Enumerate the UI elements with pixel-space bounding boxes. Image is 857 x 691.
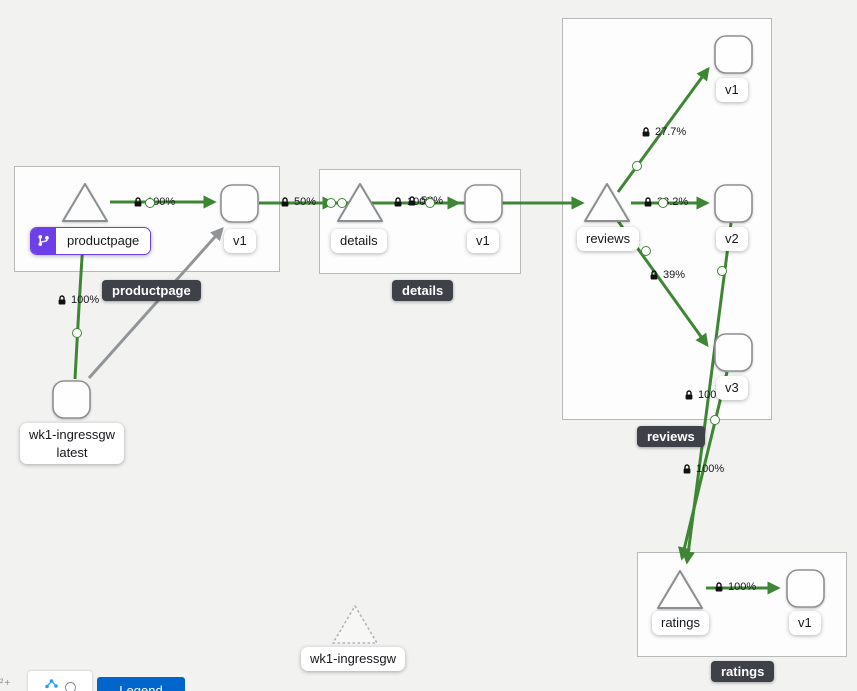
edge-waypoint-dot — [710, 415, 720, 425]
edge-percent: 100% — [728, 581, 757, 593]
mtls-lock-icon — [133, 196, 143, 208]
mtls-lock-icon — [57, 294, 67, 306]
app-badge-productpage[interactable]: productpage — [102, 280, 201, 301]
partial-zoom-controls[interactable]: ²+ — [0, 678, 12, 689]
edge-percent: 50% — [294, 196, 317, 208]
node-label-productpage-service[interactable]: productpage — [30, 227, 152, 255]
service-node-reviews[interactable] — [584, 183, 630, 222]
node-label-text: v1 — [233, 233, 247, 248]
edge-waypoint-dot — [641, 246, 651, 256]
mtls-lock-icon — [280, 196, 290, 208]
service-node-ratings[interactable] — [657, 570, 703, 609]
app-badge-text: ratings — [721, 664, 765, 679]
code-branch-icon — [38, 235, 49, 247]
edge-label-reviews-v3[interactable]: 39% — [649, 269, 685, 281]
edge-waypoint-dot — [425, 198, 435, 208]
app-badge-text: productpage — [112, 283, 191, 298]
legend-button[interactable]: Legend — [97, 677, 185, 691]
node-label-productpage-v1[interactable]: v1 — [224, 229, 256, 253]
app-badge-details[interactable]: details — [392, 280, 454, 301]
node-label-text: v2 — [725, 231, 739, 246]
edge-label-v1-details[interactable]: 50% — [280, 196, 316, 208]
node-label-text: v1 — [798, 615, 812, 630]
edge-waypoint-dot — [658, 198, 668, 208]
edge-label-reviews-v1[interactable]: 27.7% — [641, 126, 686, 138]
edge-reviews-to-v1[interactable] — [616, 66, 710, 193]
app-badge-text: reviews — [647, 429, 695, 444]
node-label-reviews-service[interactable]: reviews — [577, 227, 640, 251]
mtls-lock-icon — [714, 581, 724, 593]
partial-glyph-icon — [65, 681, 76, 691]
node-label-reviews-v2[interactable]: v2 — [716, 227, 748, 251]
virtualservice-badge — [31, 228, 56, 254]
edge-percent: 27.7% — [655, 126, 687, 138]
edge-waypoint-dot — [145, 198, 155, 208]
service-node-ingressgw-idle[interactable] — [332, 605, 378, 644]
edge-label-v3-ratings[interactable]: 100% — [682, 463, 724, 475]
edge-waypoint-dot — [337, 198, 347, 208]
node-label-text: wk1-ingressgw — [310, 651, 396, 666]
edge-label-ratings-v1[interactable]: 100% — [714, 581, 756, 593]
mtls-lock-icon — [393, 196, 403, 208]
edge-waypoint-dot — [632, 161, 642, 171]
workload-node-details-v1[interactable] — [464, 184, 503, 223]
service-node-details[interactable] — [337, 183, 383, 222]
app-badge-ratings[interactable]: ratings — [711, 661, 775, 682]
edge-percent: 100% — [71, 294, 100, 306]
edge-waypoint-dot — [717, 266, 727, 276]
node-label-text: ratings — [661, 615, 701, 630]
edge-label-ingress-productpage[interactable]: 100% — [57, 294, 99, 306]
node-label-reviews-v1[interactable]: v1 — [716, 78, 748, 102]
mtls-lock-icon — [407, 195, 417, 207]
node-label-ratings-v1[interactable]: v1 — [789, 611, 821, 635]
node-label-text: details — [340, 233, 378, 248]
edge-waypoint-dot — [72, 328, 82, 338]
edge-waypoint-dot — [326, 198, 336, 208]
node-label-version: latest — [56, 444, 88, 460]
node-label-text: productpage — [56, 228, 151, 254]
workload-node-reviews-v1[interactable] — [714, 35, 753, 74]
graph-icon — [45, 679, 58, 689]
edge-reviews-v3-to-ratings[interactable] — [678, 371, 729, 561]
mtls-lock-icon — [649, 269, 659, 281]
app-badge-text: details — [402, 283, 444, 298]
mtls-lock-icon — [684, 389, 694, 401]
workload-node-reviews-v3[interactable] — [714, 333, 753, 372]
edge-ingress-to-productpage-v1[interactable] — [87, 227, 224, 379]
workload-node-productpage-v1[interactable] — [220, 184, 259, 223]
node-label-reviews-v3[interactable]: v3 — [716, 376, 748, 400]
node-label-details-v1[interactable]: v1 — [467, 229, 499, 253]
workload-node-reviews-v2[interactable] — [714, 184, 753, 223]
node-label-ingressgw-idle[interactable]: wk1-ingressgw — [301, 647, 405, 671]
app-badge-reviews[interactable]: reviews — [637, 426, 705, 447]
graph-layout-button[interactable] — [28, 671, 92, 691]
node-label-text: v3 — [725, 380, 739, 395]
service-node-productpage[interactable] — [62, 183, 108, 222]
workload-node-ratings-v1[interactable] — [786, 569, 825, 608]
edge-percent: 39% — [663, 269, 686, 281]
workload-node-ingressgw[interactable] — [52, 380, 91, 419]
node-label-details-service[interactable]: details — [331, 229, 387, 253]
node-label-text: reviews — [586, 231, 631, 246]
node-label-ratings-service[interactable]: ratings — [652, 611, 710, 635]
mtls-lock-icon — [682, 463, 692, 475]
node-label-ingressgw-workload[interactable]: wk1-ingressgw latest — [20, 423, 124, 465]
edge-percent: 100% — [696, 463, 725, 475]
legend-button-label: Legend — [119, 682, 163, 691]
node-label-text: v1 — [476, 233, 490, 248]
node-label-text: v1 — [725, 82, 739, 97]
mtls-lock-icon — [643, 196, 653, 208]
node-label-text: wk1-ingressgw — [29, 427, 115, 442]
mtls-lock-icon — [641, 126, 651, 138]
